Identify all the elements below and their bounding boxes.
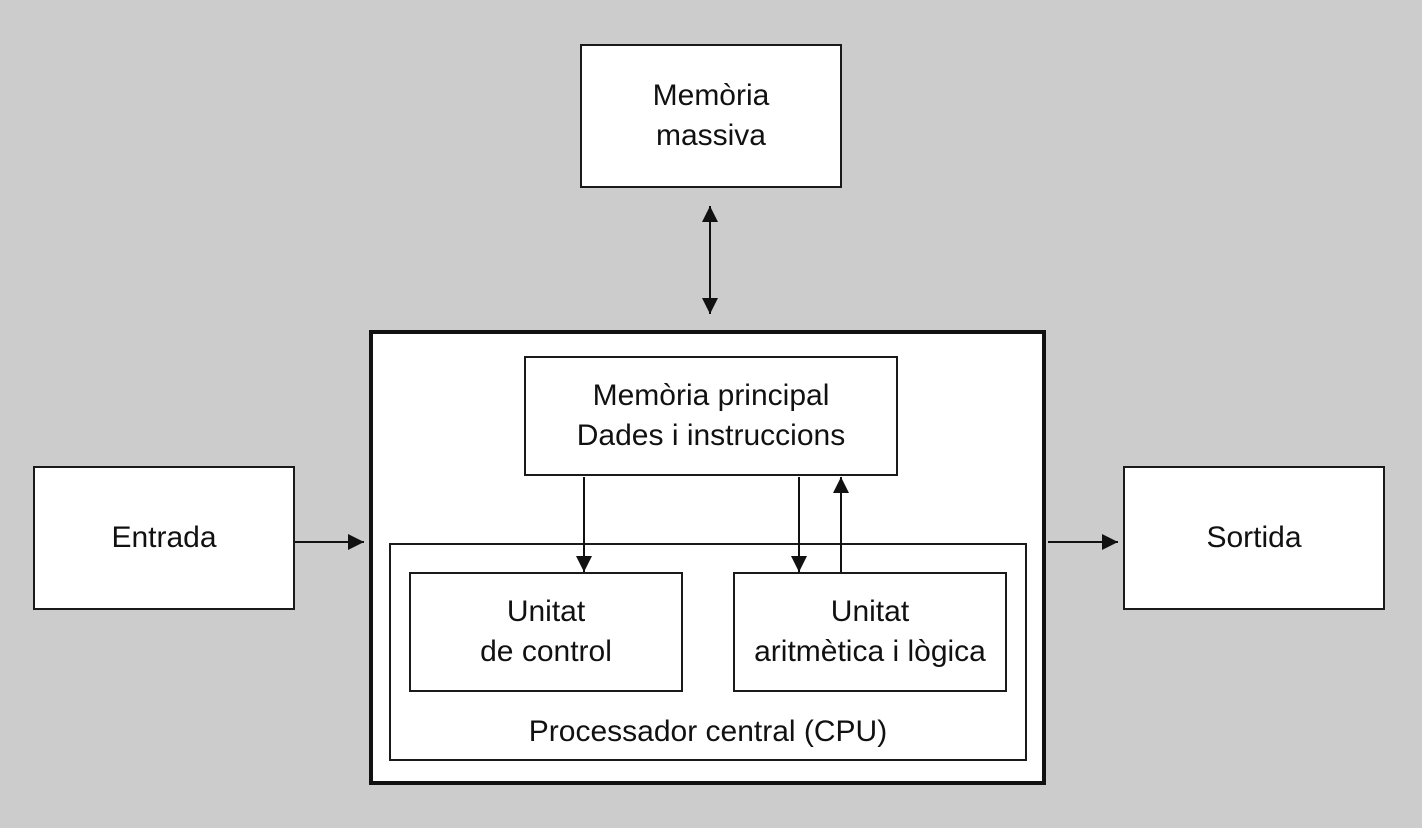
output-label-line-1: Sortida [1206, 521, 1302, 554]
input-box: Entrada [33, 466, 295, 610]
output-box: Sortida [1123, 466, 1385, 610]
mass-memory-label-line-2: massiva [655, 119, 766, 152]
alu-label-line-2: aritmètica i lògica [754, 635, 986, 668]
input-label: Entrada [111, 518, 216, 558]
control-unit-label-line-2: de control [480, 635, 612, 668]
mass-memory-box: Memòria massiva [580, 44, 842, 188]
mass-memory-label: Memòria massiva [653, 76, 770, 156]
control-unit-box: Unitat de control [409, 572, 683, 692]
main-memory-box: Memòria principal Dades i instruccions [524, 356, 898, 476]
output-label: Sortida [1206, 518, 1301, 558]
control-unit-label-line-1: Unitat [506, 595, 586, 628]
alu-label-line-1: Unitat [830, 595, 910, 628]
main-memory-label-line-2: Dades i instruccions [576, 419, 846, 452]
mass-memory-label-line-1: Memòria [652, 79, 770, 112]
main-memory-label-line-1: Memòria principal [592, 379, 830, 412]
input-label-line-1: Entrada [111, 521, 217, 554]
alu-label: Unitat aritmètica i lògica [754, 592, 986, 672]
main-memory-label: Memòria principal Dades i instruccions [577, 376, 845, 456]
control-unit-label: Unitat de control [480, 592, 612, 672]
alu-box: Unitat aritmètica i lògica [733, 572, 1007, 692]
cpu-label: Processador central (CPU) [528, 715, 888, 748]
